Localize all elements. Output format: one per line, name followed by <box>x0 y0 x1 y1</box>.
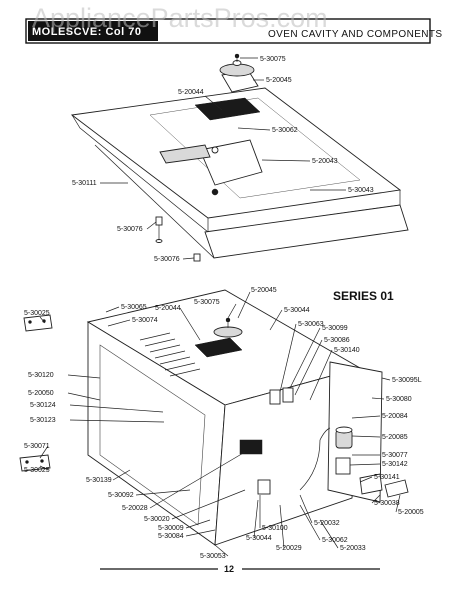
cavity-side <box>214 367 361 546</box>
callout: 5-30123 <box>30 417 56 424</box>
callout: 5-30076 <box>154 256 180 263</box>
callout: 5-20045 <box>251 287 277 294</box>
callout: 5-30099 <box>322 325 348 332</box>
series-label: SERIES 01 <box>333 289 394 303</box>
top-assembly <box>70 53 409 262</box>
header: MOLESCVE: Col 70 OVEN CAVITY AND COMPONE… <box>25 18 443 44</box>
callout: 5-30139 <box>86 477 112 484</box>
callout: 5-30141 <box>374 474 400 481</box>
callout: 5-30077 <box>382 452 408 459</box>
header-outline <box>25 18 431 44</box>
callout: 5-30025 <box>24 310 50 317</box>
vent-slots <box>139 332 201 377</box>
callout: 5-30095L <box>392 377 422 384</box>
callout: 5-30086 <box>324 337 350 344</box>
callout: 5-30080 <box>386 396 412 403</box>
callout: 5-30038 <box>374 500 400 507</box>
plug-bracket <box>359 473 383 495</box>
callout: 5-20044 <box>155 305 181 312</box>
panel-front-flange <box>204 204 409 259</box>
callout: 5-30084 <box>158 533 184 540</box>
cavity-opening <box>99 344 206 526</box>
callout: 5-30124 <box>30 402 56 409</box>
callout: 5-30092 <box>108 492 134 499</box>
bracket-top-left <box>23 314 53 332</box>
callout: 5-30044 <box>246 535 272 542</box>
callout: 5-30076 <box>117 226 143 233</box>
bottom-callouts: 5-20045 5-30065 5-20044 5-30075 5-30044 … <box>24 287 424 560</box>
top-callouts: 5-30075 5-20045 5-20044 5-30062 5-20043 … <box>72 56 374 263</box>
callout: 5-30025 <box>24 467 50 474</box>
cavity-grease-screen <box>194 337 243 358</box>
callout: 5-30071 <box>24 443 50 450</box>
callout: 5-20029 <box>276 545 302 552</box>
section-title: OVEN CAVITY AND COMPONENTS <box>268 29 443 40</box>
fan-screw <box>234 53 240 59</box>
callout: 5-30044 <box>284 307 310 314</box>
callout: 5-30062 <box>322 537 348 544</box>
callout: 5-20005 <box>398 509 424 516</box>
callout: 5-20050 <box>28 390 54 397</box>
callout: 5-30053 <box>200 553 226 560</box>
bottom-leaders <box>39 291 401 557</box>
cavity-stirrer <box>213 326 243 338</box>
footer: 12 <box>100 564 380 574</box>
top-leaders <box>100 57 346 260</box>
callout: 5-30100 <box>262 525 288 532</box>
callout: 5-30120 <box>28 372 54 379</box>
header-black-block <box>28 21 158 41</box>
callout: 5-30062 <box>272 127 298 134</box>
screw-lower <box>193 253 201 262</box>
callout: 5-30020 <box>144 516 170 523</box>
callout: 5-20033 <box>340 545 366 552</box>
callout: 5-30065 <box>121 304 147 311</box>
power-plug <box>384 479 409 498</box>
callout: 5-30075 <box>260 56 286 63</box>
callout: 5-30075 <box>194 299 220 306</box>
callout: 5-20085 <box>382 434 408 441</box>
callout: 5-30142 <box>382 461 408 468</box>
watermark: AppliancePartsPros.com <box>32 3 328 33</box>
switch-lower <box>257 479 271 495</box>
model-title: MOLESCVE: Col 70 <box>32 26 141 38</box>
callout: 5-20044 <box>178 89 204 96</box>
power-cable <box>299 427 331 491</box>
callout: 5-20045 <box>266 77 292 84</box>
interlock-switch-2 <box>282 387 294 403</box>
stirrer-blade <box>159 144 211 164</box>
callout: 5-30043 <box>348 187 374 194</box>
page-number: 12 <box>224 564 234 574</box>
bottom-assembly <box>19 289 409 546</box>
grease-screen <box>194 97 261 121</box>
switch-block <box>239 439 263 455</box>
panel-hole <box>211 188 219 196</box>
screw-upper <box>155 216 163 226</box>
fuse-holder <box>335 457 351 475</box>
callout: 5-30111 <box>72 180 97 187</box>
callout: 5-30063 <box>298 321 324 328</box>
callout: 5-30140 <box>334 347 360 354</box>
interlock-switch-1 <box>269 389 281 405</box>
callout: 5-30074 <box>132 317 158 324</box>
callout: 5-20032 <box>314 520 340 527</box>
callout: 5-20028 <box>122 505 148 512</box>
callout: 5-20084 <box>382 413 408 420</box>
callout: 5-30009 <box>158 525 184 532</box>
callout: 5-20043 <box>312 158 338 165</box>
